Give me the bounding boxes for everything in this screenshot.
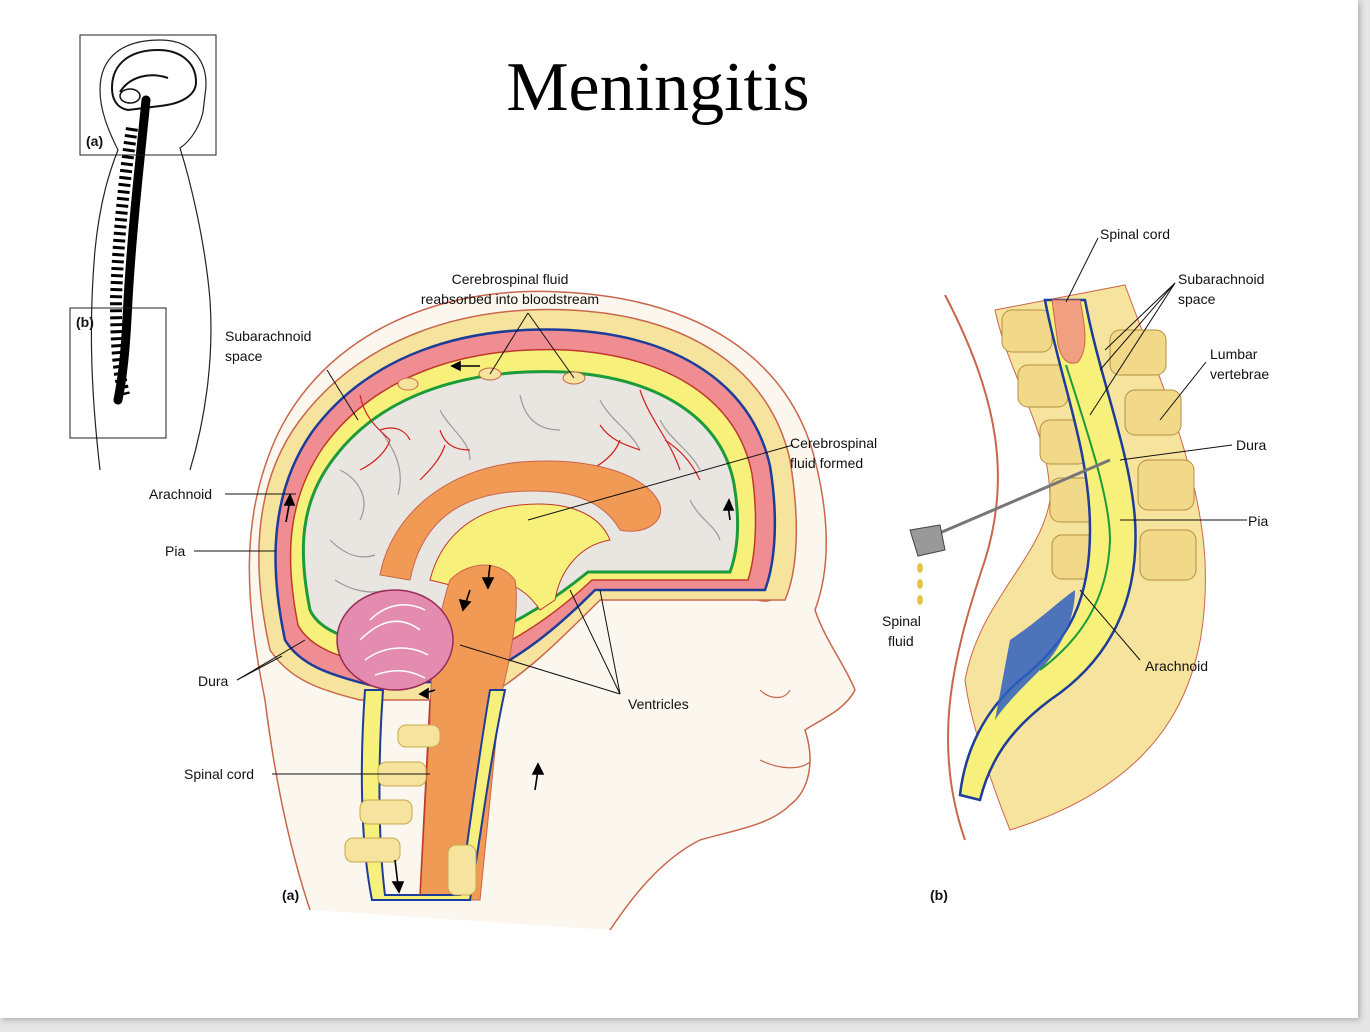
- label-ventricles: Ventricles: [628, 696, 689, 712]
- meninges-diagram: (a) (b): [69, 34, 1269, 931]
- label-csf-reabsorbed-line1: Cerebrospinal fluid: [452, 271, 569, 287]
- head-sagittal-figure: Cerebrospinal fluid reabsorbed into bloo…: [149, 271, 877, 931]
- slide: Meningitis (a) (b): [0, 0, 1358, 1018]
- inset-label-b: (b): [76, 314, 94, 330]
- inset-label-a: (a): [86, 133, 103, 149]
- label-spinal-cord-a: Spinal cord: [184, 766, 254, 782]
- label-csf-reabsorbed-line2: reabsorbed into bloodstream: [421, 291, 599, 307]
- label-pia-b: Pia: [1248, 513, 1268, 529]
- label-arachnoid-b: Arachnoid: [1145, 658, 1208, 674]
- label-csf-formed-line1: Cerebrospinal: [790, 435, 877, 451]
- label-subarachnoid-b-line1: Subarachnoid: [1178, 271, 1264, 287]
- label-subarachnoid-b-line2: space: [1178, 291, 1216, 307]
- label-subarachnoid-line2: space: [225, 348, 263, 364]
- label-spinal-cord-b: Spinal cord: [1100, 226, 1170, 242]
- label-spinal-fluid-line2: fluid: [888, 633, 914, 649]
- body-inset: (a) (b): [69, 34, 217, 471]
- label-lumbar-line2: vertebrae: [1210, 366, 1269, 382]
- panel-label-a: (a): [282, 887, 299, 903]
- label-dura-b: Dura: [1236, 437, 1267, 453]
- label-lumbar-line1: Lumbar: [1210, 346, 1258, 362]
- lumbar-spine-figure: Spinal cord Subarachnoid space Lumbar ve…: [882, 226, 1269, 903]
- slide-title: Meningitis: [506, 49, 810, 126]
- label-spinal-fluid-line1: Spinal: [882, 613, 921, 629]
- label-arachnoid-a: Arachnoid: [149, 486, 212, 502]
- label-dura-a: Dura: [198, 673, 229, 689]
- label-subarachnoid-line1: Subarachnoid: [225, 328, 311, 344]
- panel-label-b: (b): [930, 887, 948, 903]
- label-pia-a: Pia: [165, 543, 185, 559]
- label-csf-formed-line2: fluid formed: [790, 455, 863, 471]
